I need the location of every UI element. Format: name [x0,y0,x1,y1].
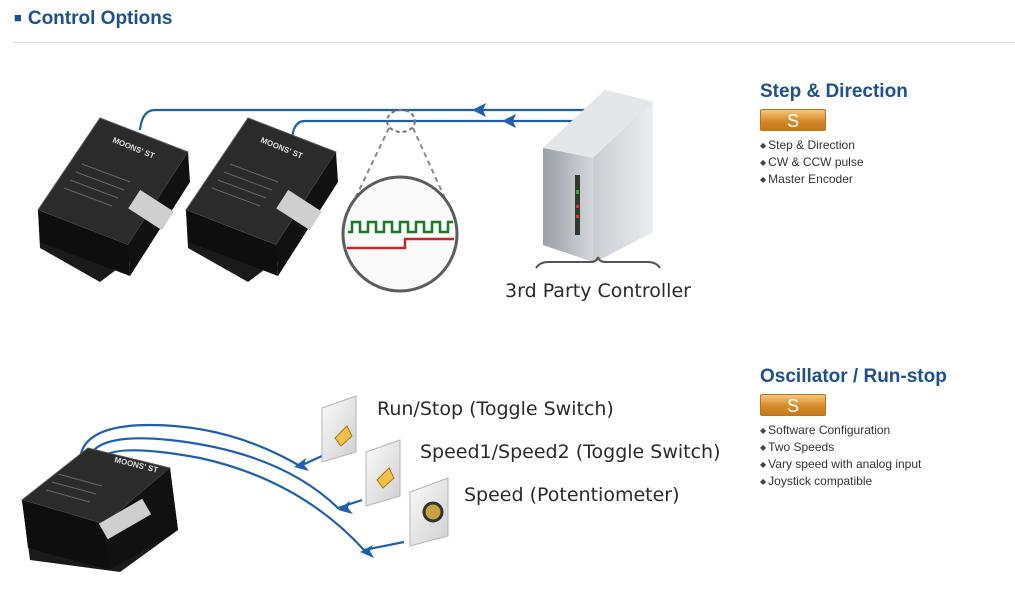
oscillator-feature-list: ◆Software Configuration ◆Two Speeds ◆Var… [760,422,1010,490]
arrow-icon [502,114,516,128]
stepper-drive-1: MOONS' ST [37,117,190,282]
step-direction-wires [138,108,585,141]
list-item: ◆Two Speeds [760,440,835,454]
step-signal-trace [348,220,453,234]
diamond-bullet-icon: ◆ [760,460,767,469]
diamond-bullet-icon: ◆ [760,443,767,452]
diamond-bullet-icon: ◆ [760,158,767,167]
stepper-drive-3: MOONS' ST [20,447,178,572]
oscillator-wire-arrows [294,458,374,558]
speed1-speed2-label: Speed1/Speed2 (Toggle Switch) [420,441,721,463]
square-bullet-icon: ■ [14,10,22,25]
arrow-icon [360,545,374,558]
standard-badge: S [760,394,826,416]
arrow-icon [338,501,353,514]
controller-tower [543,90,653,262]
list-item: ◆Joystick compatible [760,474,873,488]
step-direction-feature-list: ◆Step & Direction ◆CW & CCW pulse ◆Maste… [760,137,1010,188]
oscillator-title: Oscillator / Run-stop [760,366,947,387]
speed-potentiometer [409,477,449,547]
arrow-icon [472,103,486,117]
step-direction-panel: Step & Direction S ◆Step & Direction ◆CW… [760,81,1010,188]
run-stop-label: Run/Stop (Toggle Switch) [377,398,614,420]
list-item: ◆Vary speed with analog input [760,457,922,471]
direction-signal-trace [347,237,454,250]
step-direction-title: Step & Direction [760,81,908,102]
header-divider [14,42,1015,43]
standard-badge: S [760,109,826,131]
speed-toggle-switch [365,439,401,507]
run-stop-toggle-switch [321,395,357,463]
stepper-drive-2: MOONS' ST [185,117,338,282]
list-item: ◆CW & CCW pulse [760,155,864,169]
oscillator-panel: Oscillator / Run-stop S ◆Software Config… [760,366,1010,490]
section-header: ■ Control Options [14,8,172,30]
wire-arrows [472,103,516,128]
signal-magnifier [341,109,459,293]
oscillator-wires [78,423,405,552]
list-item: ◆Software Configuration [760,423,891,437]
list-item: ◆Step & Direction [760,138,855,152]
controller-bracket [535,256,661,269]
speed-potentiometer-label: Speed (Potentiometer) [464,484,680,506]
arrow-icon [294,458,309,471]
diamond-bullet-icon: ◆ [760,477,767,486]
section-title: Control Options [27,8,173,29]
controller-label: 3rd Party Controller [505,280,691,302]
list-item: ◆Master Encoder [760,172,853,186]
diamond-bullet-icon: ◆ [760,175,767,184]
diamond-bullet-icon: ◆ [760,141,767,150]
diamond-bullet-icon: ◆ [760,426,767,435]
